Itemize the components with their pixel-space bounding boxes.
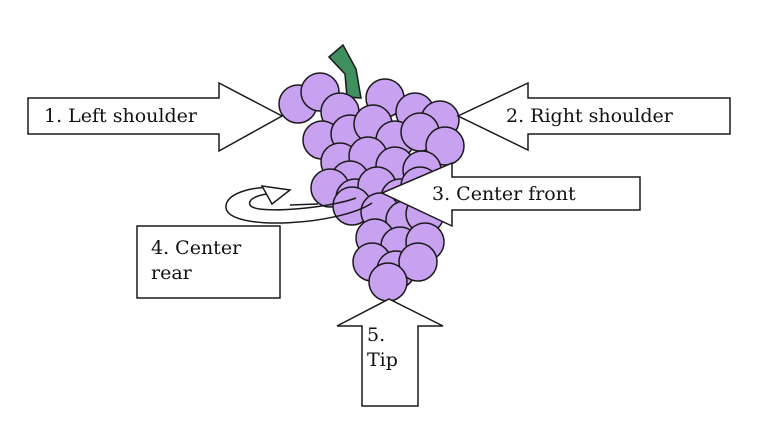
center-front-arrow — [380, 161, 641, 228]
grape-berry — [398, 242, 438, 282]
right-shoulder-arrow — [456, 81, 731, 152]
grape-berry — [425, 126, 465, 166]
tip-arrow — [336, 298, 444, 407]
label-right-shoulder: 2. Right shoulder — [506, 105, 673, 127]
swirl-outer-curve — [225, 186, 373, 224]
grape-stem — [327, 43, 362, 99]
label-center-rear-line2: rear — [151, 262, 192, 284]
swirl-inner-curve — [248, 193, 357, 211]
left-shoulder-arrow — [27, 81, 284, 153]
label-center-rear-line1: 4. Center — [151, 237, 242, 259]
label-tip-line1: 5. — [367, 324, 386, 346]
center-rear-box — [136, 225, 281, 299]
label-tip-line2: Tip — [367, 349, 398, 371]
grape-berry — [368, 262, 408, 302]
label-left-shoulder: 1. Left shoulder — [44, 105, 197, 127]
label-center-front: 3. Center front — [432, 183, 576, 205]
grape-cluster — [278, 72, 465, 302]
center-rear-swirl-arrow — [225, 185, 373, 224]
swirl-arrowhead — [260, 185, 292, 206]
swirl-tail — [289, 203, 319, 206]
